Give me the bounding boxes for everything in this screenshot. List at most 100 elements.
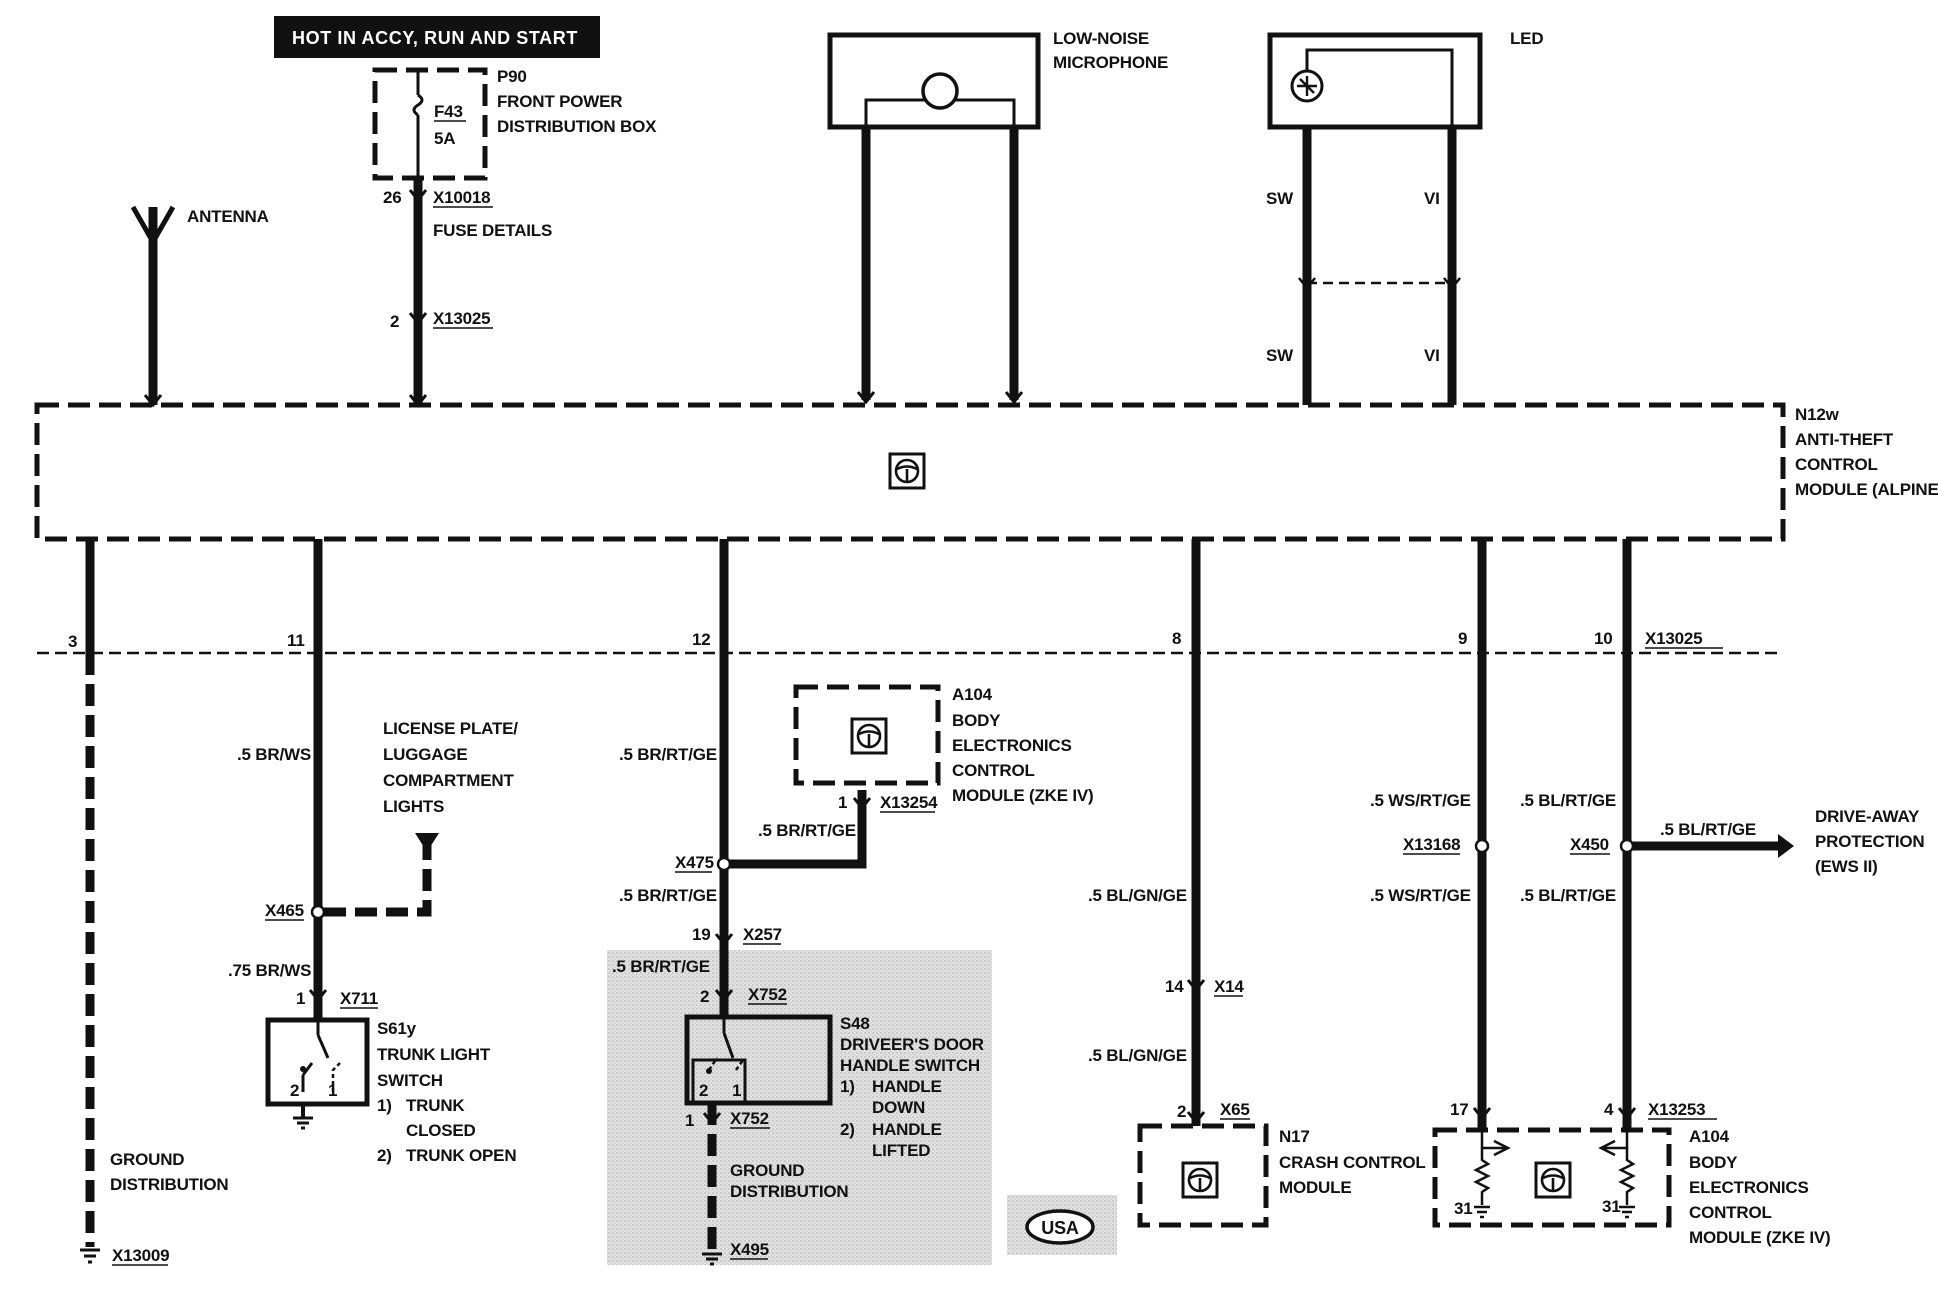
svg-text:3: 3 bbox=[68, 632, 77, 651]
svg-text:DRIVE-AWAY: DRIVE-AWAY bbox=[1815, 807, 1920, 826]
svg-text:X450: X450 bbox=[1570, 835, 1609, 854]
svg-text:.5 BR/RT/GE: .5 BR/RT/GE bbox=[758, 821, 856, 840]
door-handle-switch-s48: 2 1 S48 DRIVEER'S DOOR HANDLE SWITCH 1) … bbox=[684, 1014, 984, 1160]
svg-text:S48: S48 bbox=[840, 1014, 870, 1033]
module-output-stubs: 3 11 12 8 9 10 X13025 bbox=[68, 539, 1723, 653]
svg-text:8: 8 bbox=[1172, 629, 1181, 648]
crash-control-branch: .5 BL/GN/GE 14 X14 .5 BL/GN/GE 2 X65 bbox=[1088, 653, 1250, 1126]
svg-text:14: 14 bbox=[1165, 977, 1184, 996]
svg-text:.5 WS/RT/GE: .5 WS/RT/GE bbox=[1370, 791, 1471, 810]
svg-text:2): 2) bbox=[377, 1146, 392, 1165]
svg-text:26: 26 bbox=[383, 188, 402, 207]
crash-control-module-n17: N17 CRASH CONTROL MODULE bbox=[1137, 1123, 1426, 1228]
svg-text:MODULE: MODULE bbox=[1279, 1178, 1351, 1197]
svg-text:COMPARTMENT: COMPARTMENT bbox=[383, 771, 514, 790]
svg-text:GROUND: GROUND bbox=[110, 1150, 184, 1169]
svg-text:FUSE DETAILS: FUSE DETAILS bbox=[433, 221, 552, 240]
svg-text:19: 19 bbox=[692, 925, 711, 944]
svg-text:X13254: X13254 bbox=[880, 793, 938, 812]
svg-text:DISTRIBUTION: DISTRIBUTION bbox=[730, 1182, 848, 1201]
svg-text:11: 11 bbox=[287, 631, 305, 650]
svg-text:X13025: X13025 bbox=[1645, 629, 1702, 648]
anti-theft-control-module: N12w ANTI-THEFT CONTROL MODULE (ALPINE) bbox=[34, 402, 1938, 655]
svg-text:X465: X465 bbox=[265, 901, 304, 920]
svg-text:MODULE (ALPINE): MODULE (ALPINE) bbox=[1795, 480, 1938, 499]
svg-text:.5 BL/RT/GE: .5 BL/RT/GE bbox=[1520, 886, 1616, 905]
svg-text:5A: 5A bbox=[434, 129, 455, 148]
svg-text:X711: X711 bbox=[340, 989, 378, 1008]
svg-text:CLOSED: CLOSED bbox=[406, 1121, 476, 1140]
svg-text:BODY: BODY bbox=[952, 711, 1001, 730]
svg-text:SW: SW bbox=[1266, 189, 1294, 208]
svg-text:X13009: X13009 bbox=[112, 1246, 169, 1265]
right-branch-wires: .5 WS/RT/GE X13168 .5 WS/RT/GE .5 BL/RT/… bbox=[1370, 653, 1925, 1130]
led-indicator: LED SW VI SW VI bbox=[1266, 29, 1544, 405]
svg-text:X495: X495 bbox=[730, 1240, 769, 1259]
svg-text:.5 BR/RT/GE: .5 BR/RT/GE bbox=[612, 957, 710, 976]
svg-text:X13168: X13168 bbox=[1403, 835, 1460, 854]
svg-text:S61y: S61y bbox=[377, 1019, 417, 1038]
svg-text:HOT IN ACCY, RUN AND START: HOT IN ACCY, RUN AND START bbox=[292, 28, 578, 48]
svg-text:CONTROL: CONTROL bbox=[1689, 1203, 1772, 1222]
svg-text:ELECTRONICS: ELECTRONICS bbox=[952, 736, 1072, 755]
svg-text:.5 BR/WS: .5 BR/WS bbox=[237, 745, 311, 764]
door-handle-branch: .5 BR/RT/GE X475 .5 BR/RT/GE 1 X13254 .5… bbox=[612, 653, 938, 1017]
svg-text:N17: N17 bbox=[1279, 1127, 1310, 1146]
svg-text:.5 BL/GN/GE: .5 BL/GN/GE bbox=[1088, 1046, 1187, 1065]
low-noise-microphone: LOW-NOISE MICROPHONE bbox=[827, 29, 1168, 400]
zke-module-lower: 31 31 A104 BODY ELECTRONICS CONTROL MODU… bbox=[1432, 1127, 1831, 1247]
door-switch-shaded-area bbox=[607, 950, 992, 1265]
svg-text:F43: F43 bbox=[434, 102, 463, 121]
svg-text:BODY: BODY bbox=[1689, 1153, 1738, 1172]
svg-text:HANDLE: HANDLE bbox=[872, 1120, 942, 1139]
svg-text:.5 BL/GN/GE: .5 BL/GN/GE bbox=[1088, 886, 1187, 905]
svg-text:31: 31 bbox=[1602, 1197, 1621, 1216]
svg-text:2: 2 bbox=[700, 987, 709, 1006]
svg-text:DISTRIBUTION: DISTRIBUTION bbox=[110, 1175, 228, 1194]
svg-text:TRUNK: TRUNK bbox=[406, 1096, 465, 1115]
svg-text:4: 4 bbox=[1604, 1100, 1614, 1119]
svg-text:1: 1 bbox=[732, 1081, 741, 1100]
svg-text:.5 BL/RT/GE: .5 BL/RT/GE bbox=[1520, 791, 1616, 810]
svg-text:TRUNK LIGHT: TRUNK LIGHT bbox=[377, 1045, 491, 1064]
svg-text:CONTROL: CONTROL bbox=[1795, 455, 1878, 474]
svg-text:VI: VI bbox=[1424, 189, 1440, 208]
svg-text:USA: USA bbox=[1041, 1218, 1079, 1238]
svg-text:CRASH CONTROL: CRASH CONTROL bbox=[1279, 1153, 1426, 1172]
svg-text:HANDLE: HANDLE bbox=[872, 1077, 942, 1096]
door-switch-ground: 1 X752 GROUND DISTRIBUTION X495 bbox=[685, 1103, 849, 1266]
svg-text:MICROPHONE: MICROPHONE bbox=[1053, 53, 1168, 72]
svg-text:LED: LED bbox=[1510, 29, 1543, 48]
svg-text:SW: SW bbox=[1266, 346, 1294, 365]
svg-text:1): 1) bbox=[377, 1096, 392, 1115]
svg-text:2: 2 bbox=[290, 1081, 299, 1100]
svg-text:TRUNK OPEN: TRUNK OPEN bbox=[406, 1146, 516, 1165]
svg-text:N12w: N12w bbox=[1795, 405, 1840, 424]
svg-text:DRIVEER'S DOOR: DRIVEER'S DOOR bbox=[840, 1035, 984, 1054]
svg-text:.75 BR/WS: .75 BR/WS bbox=[228, 961, 311, 980]
svg-text:MODULE (ZKE IV): MODULE (ZKE IV) bbox=[952, 786, 1094, 805]
svg-text:DOWN: DOWN bbox=[872, 1098, 925, 1117]
svg-text:2: 2 bbox=[390, 312, 399, 331]
svg-text:CONTROL: CONTROL bbox=[952, 761, 1035, 780]
svg-text:SWITCH: SWITCH bbox=[377, 1071, 443, 1090]
svg-text:LIFTED: LIFTED bbox=[872, 1141, 930, 1160]
svg-text:LIGHTS: LIGHTS bbox=[383, 797, 444, 816]
svg-text:HANDLE SWITCH: HANDLE SWITCH bbox=[840, 1056, 980, 1075]
svg-text:MODULE (ZKE IV): MODULE (ZKE IV) bbox=[1689, 1228, 1831, 1247]
svg-text:LUGGAGE: LUGGAGE bbox=[383, 745, 468, 764]
svg-text:X752: X752 bbox=[730, 1109, 769, 1128]
svg-text:X65: X65 bbox=[1220, 1100, 1250, 1119]
svg-text:LOW-NOISE: LOW-NOISE bbox=[1053, 29, 1149, 48]
svg-text:DISTRIBUTION BOX: DISTRIBUTION BOX bbox=[497, 117, 657, 136]
svg-text:31: 31 bbox=[1454, 1199, 1473, 1218]
svg-text:A104: A104 bbox=[1689, 1127, 1730, 1146]
svg-text:FRONT POWER: FRONT POWER bbox=[497, 92, 622, 111]
svg-text:X13025: X13025 bbox=[433, 309, 490, 328]
svg-text:17: 17 bbox=[1450, 1100, 1469, 1119]
svg-text:9: 9 bbox=[1458, 629, 1467, 648]
power-condition-header: HOT IN ACCY, RUN AND START bbox=[274, 16, 600, 58]
fuse-feed-wire: 26 X10018 FUSE DETAILS 2 X13025 bbox=[383, 178, 552, 405]
